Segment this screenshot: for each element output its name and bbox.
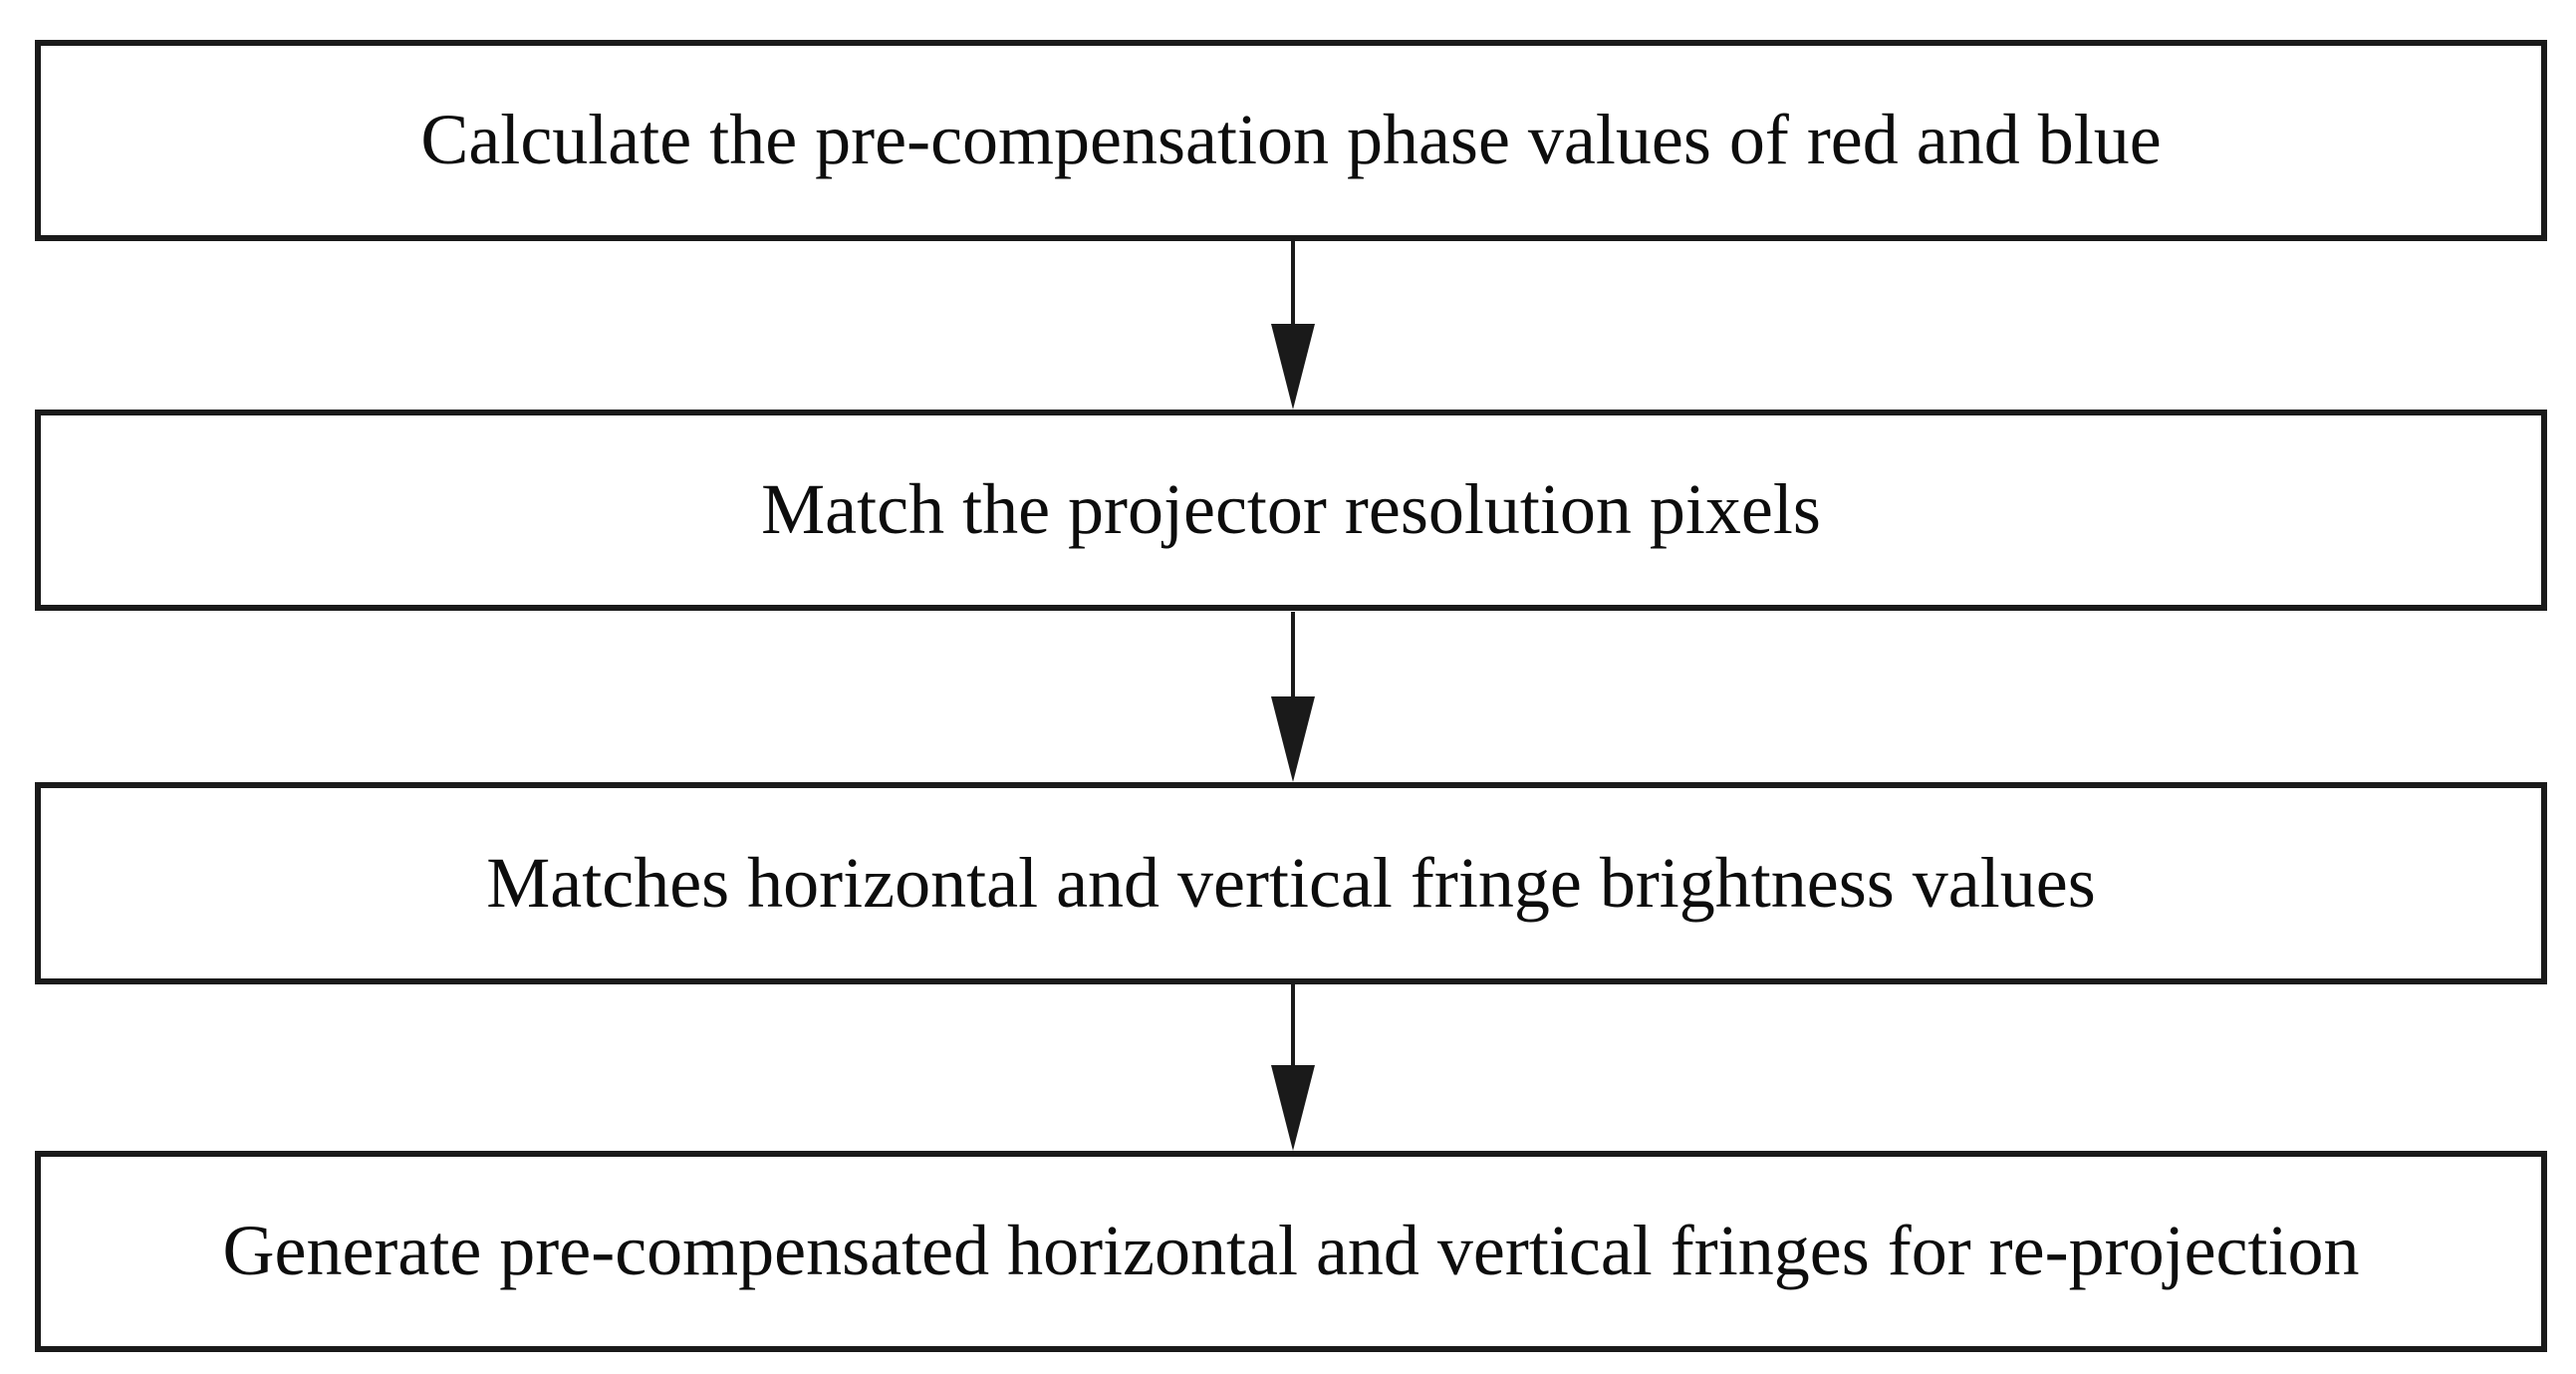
- flow-connector-3: [1271, 984, 1315, 1151]
- arrow-down-icon: [1271, 324, 1315, 410]
- flow-step-match-resolution: Match the projector resolution pixels: [35, 410, 2547, 611]
- flow-step-match-brightness: Matches horizontal and vertical fringe b…: [35, 782, 2547, 984]
- flow-step-label: Match the projector resolution pixels: [761, 469, 1821, 550]
- flow-step-precompensation-phase: Calculate the pre-compensation phase val…: [35, 40, 2547, 241]
- arrow-down-icon: [1271, 1065, 1315, 1151]
- arrow-down-icon: [1271, 696, 1315, 782]
- flow-step-generate-fringes: Generate pre-compensated horizontal and …: [35, 1151, 2547, 1352]
- arrow-line: [1291, 984, 1295, 1065]
- flow-connector-2: [1271, 612, 1315, 782]
- arrow-line: [1291, 241, 1295, 324]
- flow-step-label: Calculate the pre-compensation phase val…: [420, 100, 2162, 180]
- flow-connector-1: [1271, 241, 1315, 410]
- arrow-line: [1291, 612, 1295, 696]
- flow-step-label: Matches horizontal and vertical fringe b…: [486, 842, 2096, 923]
- flow-step-label: Generate pre-compensated horizontal and …: [222, 1211, 2360, 1291]
